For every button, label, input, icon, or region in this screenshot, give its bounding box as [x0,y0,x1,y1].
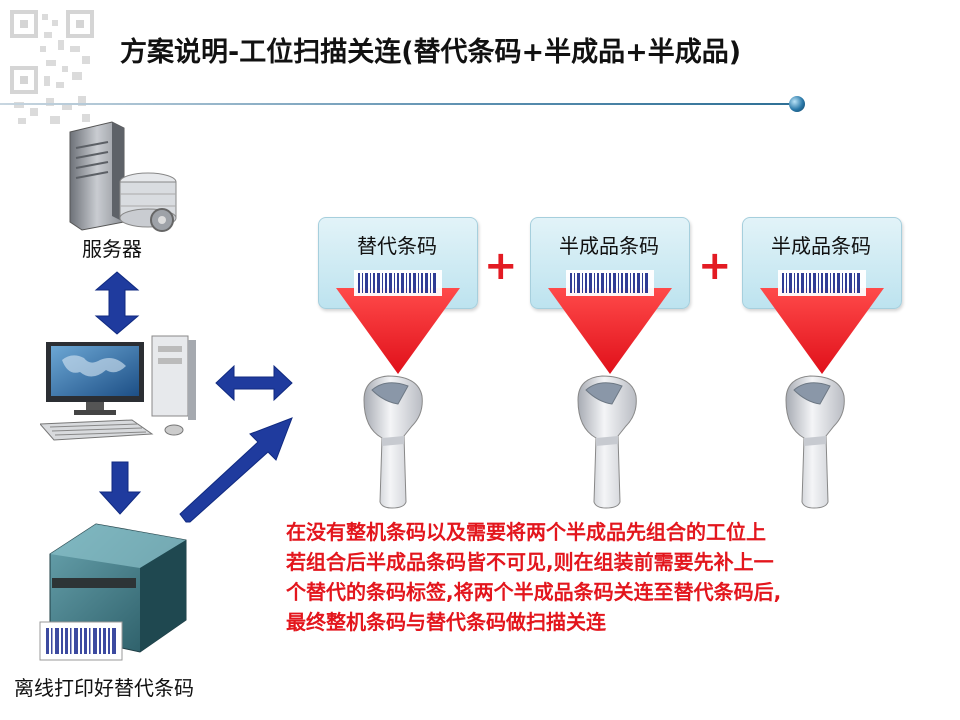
description-line-2: 若组合后半成品条码皆不可见,则在组装前需要先补上一 [286,550,774,574]
barcode-scan-beam-2 [548,270,672,374]
barcode-scanner-icon [363,375,423,509]
description-line-1: 在没有整机条码以及需要将两个半成品先组合的工位上 [286,520,766,544]
barcode-label-semi-finished-1: 半成品条码 [559,234,659,258]
double-arrow-vertical-icon [94,271,140,335]
qr-code-watermark [10,10,94,124]
barcode-label-substitute: 替代条码 [357,234,437,258]
barcode-label-semi-finished-2: 半成品条码 [771,234,871,258]
divider-end-dot [789,96,805,112]
barcode-scanner-icon [785,375,845,509]
description-line-4: 最终整机条码与替代条码做扫描关连 [286,610,606,634]
description-line-3: 个替代的条码标签,将两个半成品条码关连至替代条码后, [286,580,782,604]
page-title: 方案说明-工位扫描关连(替代条码+半成品+半成品) [120,37,742,68]
desktop-computer-icon [40,335,196,441]
plus-sign-2: + [698,243,732,289]
arrow-down-icon [98,461,142,515]
barcode-scan-beam-3 [760,270,884,374]
title-divider [0,103,800,105]
printer-label: 离线打印好替代条码 [14,676,194,700]
label-printer-icon [39,523,187,661]
barcode-scanner-icon [577,375,637,509]
barcode-scan-beam-1 [336,270,460,374]
double-arrow-horizontal-icon [215,364,293,402]
server-icon [69,121,177,232]
plus-sign-1: + [484,243,518,289]
scheme-description: 在没有整机条码以及需要将两个半成品先组合的工位上 若组合后半成品条码皆不可见,则… [286,517,946,637]
arrow-diagonal-up-icon [179,417,293,523]
server-label: 服务器 [82,237,142,261]
